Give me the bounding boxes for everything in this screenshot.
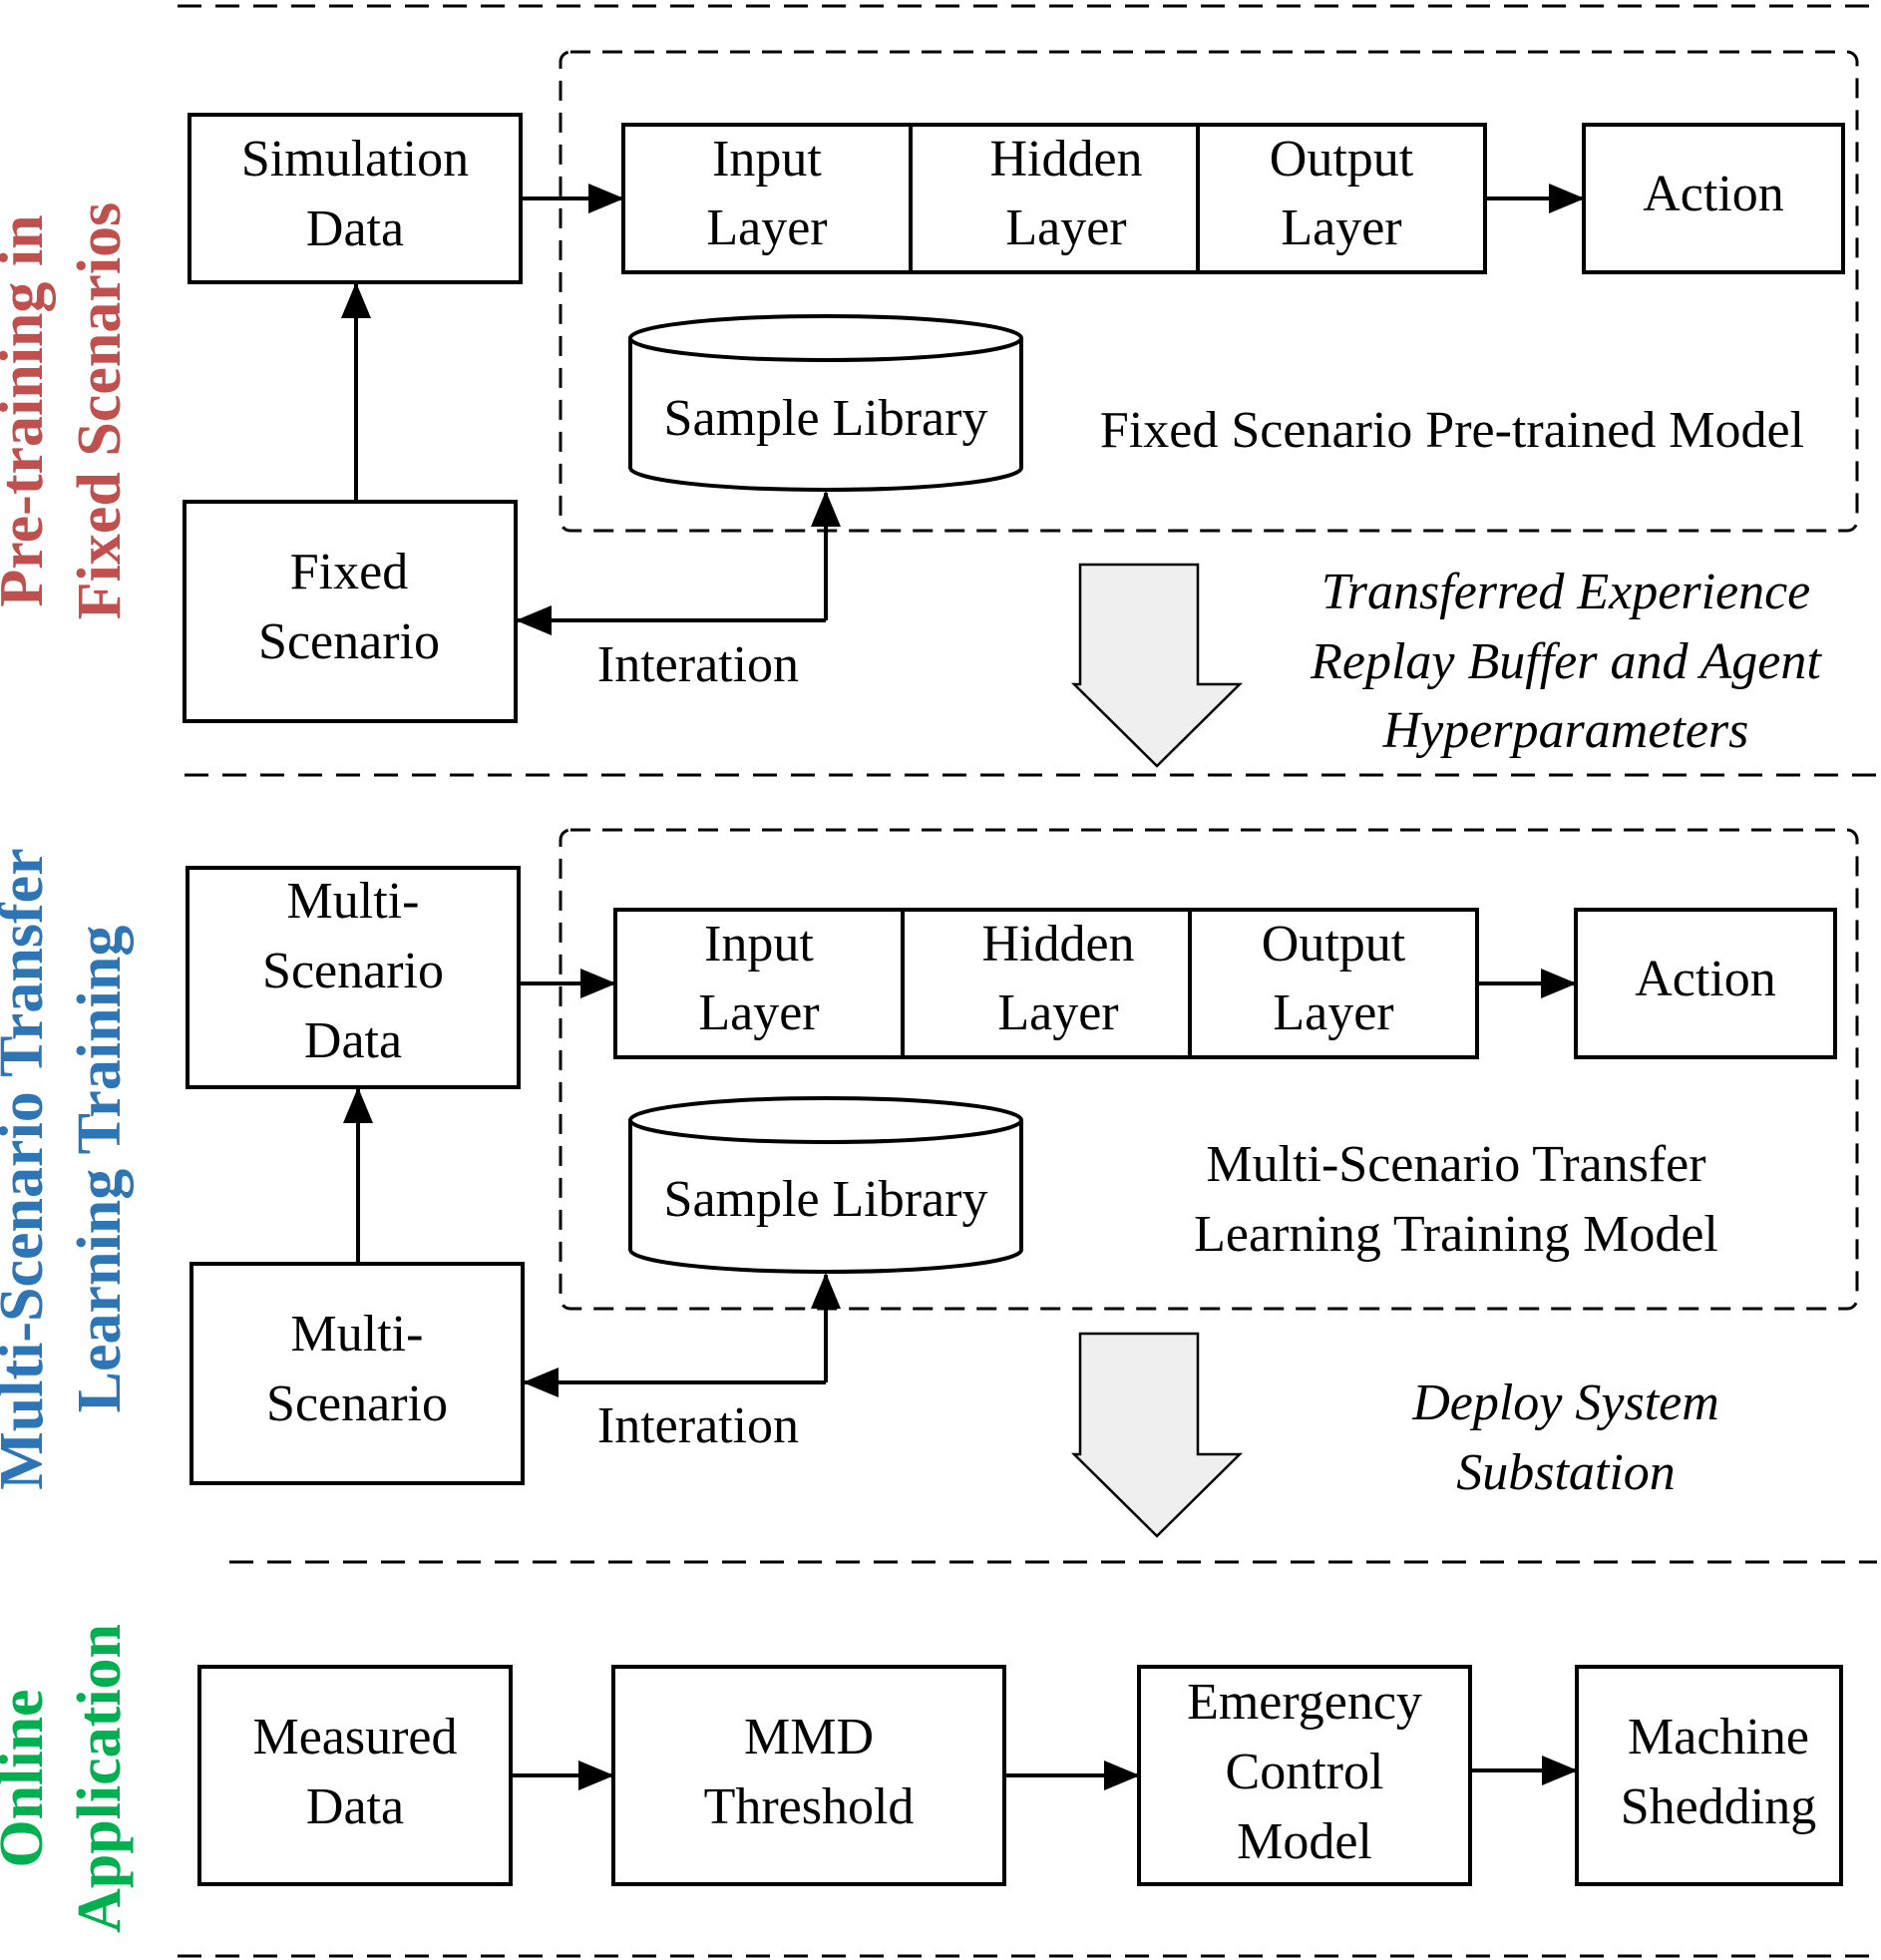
transfer-action-label: Action bbox=[1635, 951, 1776, 1007]
transition-2-line1: Deploy System bbox=[1411, 1374, 1719, 1431]
measured-data-line2: Data bbox=[306, 1778, 404, 1835]
pretrain-hidden-layer-box bbox=[909, 123, 1200, 274]
transfer-output-layer-line1: Output bbox=[1262, 916, 1406, 973]
transition-1-line3: Hyperparameters bbox=[1382, 702, 1749, 759]
pretrain-output-layer-line1: Output bbox=[1270, 131, 1414, 188]
multi-scenario-line1: Multi- bbox=[291, 1306, 424, 1363]
pretrain-action-label: Action bbox=[1643, 166, 1784, 222]
emergency-control-model-box: Emergency Control Model bbox=[1137, 1665, 1472, 1886]
multi-scenario-line2: Scenario bbox=[266, 1375, 448, 1432]
pretrain-network-layers: Input Layer Hidden Layer Output Layer bbox=[621, 123, 1487, 274]
pretrain-hidden-layer-line1: Hidden bbox=[989, 131, 1142, 188]
transfer-model-label: Multi-Scenario Transfer Learning Trainin… bbox=[1194, 1136, 1718, 1263]
transfer-sample-library-label: Sample Library bbox=[664, 1171, 988, 1228]
pretrain-sample-library: Sample Library bbox=[628, 314, 1023, 492]
section-title-pretrain-line2: Fixed Scenarios bbox=[66, 202, 134, 619]
section-title-online: Online Application bbox=[0, 1624, 134, 1933]
multi-scenario-data-line3: Data bbox=[304, 1012, 402, 1069]
section-title-transfer: Multi-Scenario Transfer Learning Trainin… bbox=[0, 848, 134, 1489]
transfer-hidden-layer-line2: Layer bbox=[997, 984, 1118, 1041]
machine-shedding-line1: Machine bbox=[1628, 1709, 1809, 1765]
pretrain-model-label: Fixed Scenario Pre-trained Model bbox=[1100, 402, 1804, 459]
pretrain-sample-library-label: Sample Library bbox=[664, 390, 988, 447]
fixed-scenario-line1: Fixed bbox=[290, 544, 408, 600]
pretrain-output-layer-box bbox=[1196, 123, 1487, 274]
transition-arrow-2 bbox=[1070, 1332, 1244, 1538]
machine-shedding-box: Machine Shedding bbox=[1575, 1665, 1843, 1886]
mmd-threshold-line2: Threshold bbox=[704, 1778, 915, 1835]
section-title-pretrain: Pre-training in Fixed Scenarios bbox=[0, 202, 134, 619]
measured-data-box: Measured Data bbox=[197, 1665, 513, 1886]
simulation-data-box: Simulation Data bbox=[188, 113, 523, 284]
transfer-hidden-layer-box bbox=[901, 908, 1192, 1059]
section-title-online-line1: Online bbox=[0, 1689, 56, 1867]
emergency-control-model-line1: Emergency bbox=[1187, 1674, 1422, 1731]
transfer-output-layer-box bbox=[1188, 908, 1479, 1059]
transition-1-line1: Transferred Experience bbox=[1321, 564, 1811, 620]
emergency-control-model-line3: Model bbox=[1237, 1813, 1372, 1870]
transfer-input-layer-line1: Input bbox=[704, 916, 814, 973]
mmd-threshold-line1: MMD bbox=[744, 1709, 874, 1765]
transition-1-label: Transferred Experience Replay Buffer and… bbox=[1310, 564, 1822, 759]
emergency-control-model-line2: Control bbox=[1226, 1744, 1384, 1800]
transition-1-line2: Replay Buffer and Agent bbox=[1310, 633, 1822, 690]
transfer-model-boundary bbox=[559, 828, 1859, 1311]
transfer-sample-library: Sample Library bbox=[628, 1096, 1023, 1274]
mmd-threshold-box: MMD Threshold bbox=[611, 1665, 1006, 1886]
pretrain-action-box: Action bbox=[1582, 123, 1845, 274]
section-title-pretrain-line1: Pre-training in bbox=[0, 214, 56, 606]
multi-scenario-data-line2: Scenario bbox=[262, 943, 444, 999]
pretrain-input-layer-line1: Input bbox=[712, 131, 822, 188]
fixed-scenario-line2: Scenario bbox=[258, 613, 440, 670]
pretrain-interation-label: Interation bbox=[597, 636, 799, 693]
transition-arrow-1 bbox=[1070, 563, 1244, 768]
transition-2-label: Deploy System Substation bbox=[1411, 1374, 1719, 1501]
transfer-network-layers: Input Layer Hidden Layer Output Layer bbox=[613, 908, 1479, 1059]
multi-scenario-box: Multi- Scenario bbox=[189, 1262, 525, 1485]
multi-scenario-data-box: Multi- Scenario Data bbox=[186, 866, 521, 1089]
section-title-online-line2: Application bbox=[66, 1624, 134, 1933]
transfer-input-layer-box bbox=[613, 908, 905, 1059]
pretrain-output-layer-line2: Layer bbox=[1281, 199, 1401, 256]
transfer-interation-label: Interation bbox=[597, 1397, 799, 1454]
fixed-scenario-box: Fixed Scenario bbox=[183, 500, 518, 723]
transition-2-line2: Substation bbox=[1456, 1444, 1676, 1501]
transfer-hidden-layer-line1: Hidden bbox=[981, 916, 1134, 973]
transfer-action-box: Action bbox=[1574, 908, 1837, 1059]
simulation-data-line1: Simulation bbox=[241, 131, 469, 188]
transfer-model-label-line1: Multi-Scenario Transfer bbox=[1206, 1136, 1705, 1193]
pretrain-hidden-layer-line2: Layer bbox=[1005, 199, 1126, 256]
transfer-input-layer-line2: Layer bbox=[698, 984, 819, 1041]
measured-data-line1: Measured bbox=[252, 1709, 457, 1765]
pretrained-model-boundary bbox=[559, 50, 1859, 533]
section-title-transfer-line2: Learning Training bbox=[66, 926, 134, 1413]
pretrain-input-layer-line2: Layer bbox=[706, 199, 827, 256]
transfer-output-layer-line2: Layer bbox=[1273, 984, 1393, 1041]
multi-scenario-data-line1: Multi- bbox=[287, 873, 420, 930]
machine-shedding-line2: Shedding bbox=[1621, 1778, 1816, 1835]
transfer-model-label-line2: Learning Training Model bbox=[1194, 1206, 1718, 1263]
simulation-data-line2: Data bbox=[306, 200, 404, 257]
section-title-transfer-line1: Multi-Scenario Transfer bbox=[0, 848, 56, 1489]
